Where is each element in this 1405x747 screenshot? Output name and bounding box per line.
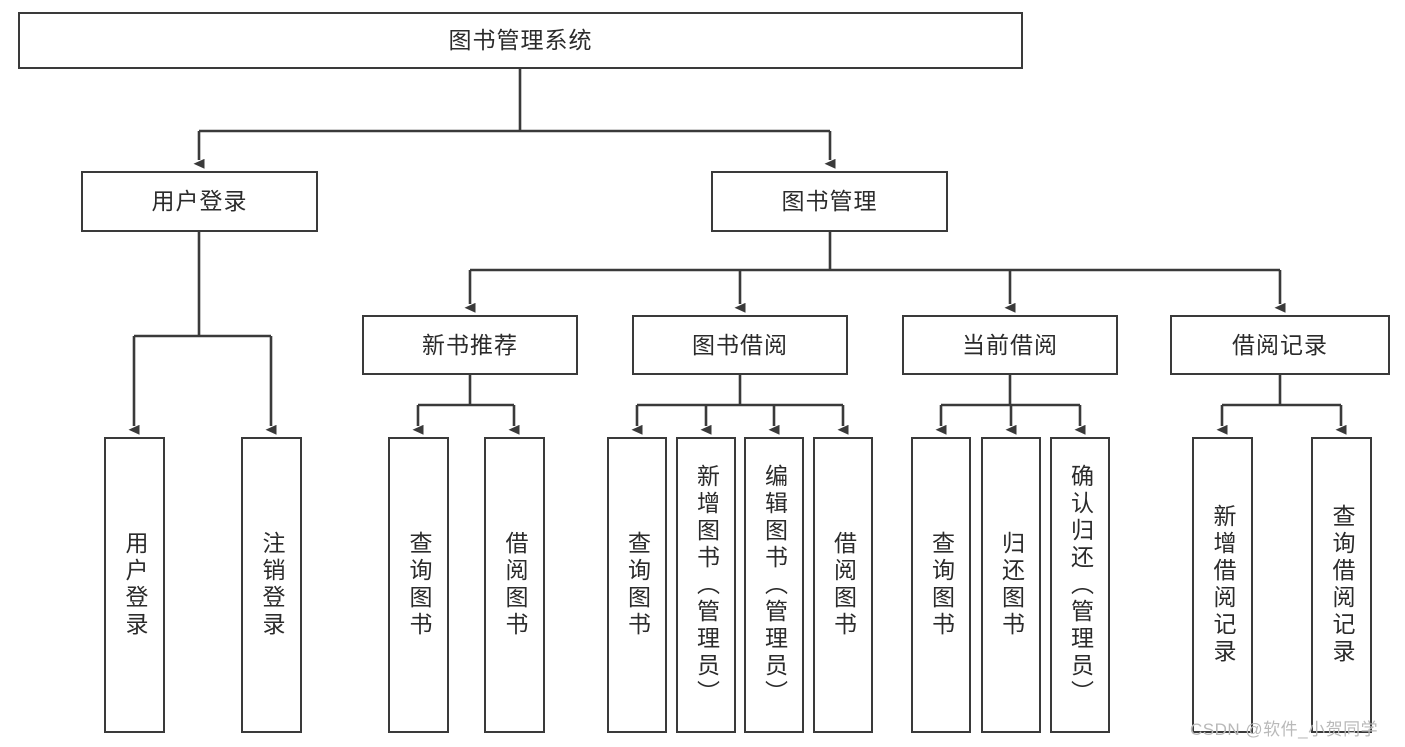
node-new-book-recommend[interactable]: 新书推荐 — [362, 315, 578, 375]
node-cb-confirm-return[interactable]: 确认归还（管理员） — [1050, 437, 1110, 733]
node-book-management-label: 图书管理 — [781, 188, 878, 215]
node-bb-edit-book[interactable]: 编辑图书（管理员） — [744, 437, 804, 733]
node-br-add-record-label: 新增借阅记录 — [1210, 504, 1236, 666]
node-cb-return-book[interactable]: 归还图书 — [981, 437, 1041, 733]
node-borrow-record-label: 借阅记录 — [1232, 331, 1328, 358]
node-root[interactable]: 图书管理系统 — [18, 12, 1023, 69]
node-new-book-recommend-label: 新书推荐 — [422, 331, 518, 358]
node-bb-query-book-label: 查询图书 — [624, 531, 651, 639]
node-book-management[interactable]: 图书管理 — [711, 171, 948, 232]
node-bb-edit-book-label: 编辑图书（管理员） — [761, 463, 788, 707]
node-current-borrow-label: 当前借阅 — [962, 331, 1058, 358]
node-br-add-record[interactable]: 新增借阅记录 — [1192, 437, 1253, 733]
node-book-borrow-label: 图书借阅 — [692, 331, 788, 358]
node-br-query-record-label: 查询借阅记录 — [1329, 504, 1355, 666]
node-current-borrow[interactable]: 当前借阅 — [902, 315, 1118, 375]
node-bb-add-book-label: 新增图书（管理员） — [693, 463, 720, 707]
node-user-login-do[interactable]: 用户登录 — [104, 437, 165, 733]
node-user-login-label: 用户登录 — [151, 188, 248, 215]
node-user-logout-label: 注销登录 — [259, 531, 285, 639]
node-nbr-query-book-label: 查询图书 — [406, 531, 432, 639]
node-root-label: 图书管理系统 — [448, 27, 593, 54]
node-user-logout[interactable]: 注销登录 — [241, 437, 302, 733]
node-cb-confirm-return-label: 确认归还（管理员） — [1067, 463, 1094, 707]
node-cb-query-book-label: 查询图书 — [928, 531, 955, 639]
node-user-login[interactable]: 用户登录 — [81, 171, 318, 232]
node-cb-return-book-label: 归还图书 — [998, 531, 1025, 639]
node-cb-query-book[interactable]: 查询图书 — [911, 437, 971, 733]
node-book-borrow[interactable]: 图书借阅 — [632, 315, 848, 375]
node-nbr-borrow-book-label: 借阅图书 — [502, 531, 528, 639]
node-bb-borrow-book[interactable]: 借阅图书 — [813, 437, 873, 733]
node-borrow-record[interactable]: 借阅记录 — [1170, 315, 1390, 375]
node-user-login-do-label: 用户登录 — [122, 531, 148, 639]
node-bb-borrow-book-label: 借阅图书 — [830, 531, 857, 639]
node-nbr-borrow-book[interactable]: 借阅图书 — [484, 437, 545, 733]
node-bb-query-book[interactable]: 查询图书 — [607, 437, 667, 733]
node-br-query-record[interactable]: 查询借阅记录 — [1311, 437, 1372, 733]
node-nbr-query-book[interactable]: 查询图书 — [388, 437, 449, 733]
node-bb-add-book[interactable]: 新增图书（管理员） — [676, 437, 736, 733]
